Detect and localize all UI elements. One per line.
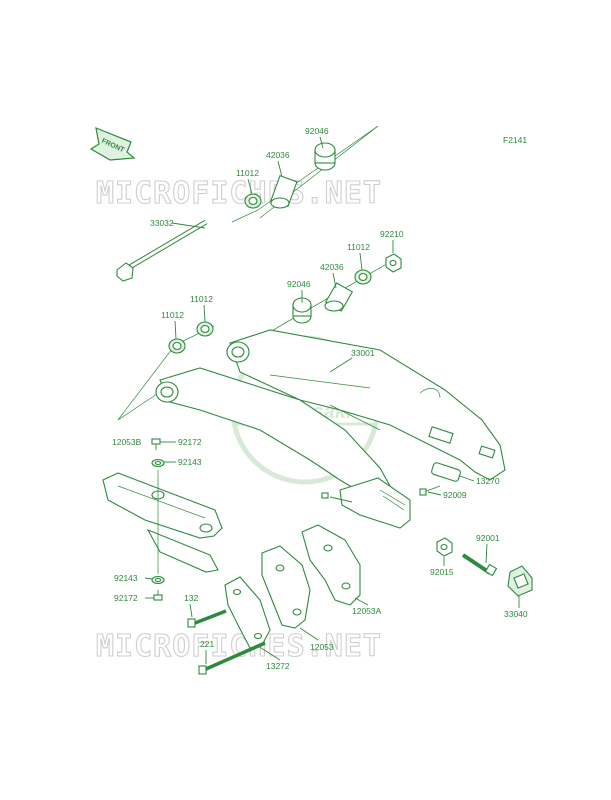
swingarm-33001 [155, 329, 506, 504]
label-92172-upper: 92172 [178, 437, 202, 447]
watermark-top: MICROFICHES.NET [96, 176, 382, 211]
bearing-11012-mid [196, 321, 214, 337]
collar-92046-right [292, 297, 312, 324]
nut-92210 [385, 253, 402, 273]
label-221: 221 [200, 639, 214, 649]
bolt-92009 [419, 485, 441, 496]
label-92009: 92009 [443, 490, 467, 500]
watermark-bottom: MICROFICHES.NET [96, 629, 382, 664]
label-33001: 33001 [351, 348, 375, 358]
label-33032: 33032 [150, 218, 174, 228]
label-132: 132 [184, 593, 198, 603]
bushing-42036-upper [270, 175, 298, 209]
block-33040 [507, 565, 533, 597]
bolt-92172-lower [153, 590, 163, 601]
label-92143-lower: 92143 [114, 573, 138, 583]
pivot-shaft-33032 [116, 219, 208, 282]
bolt-132 [187, 609, 227, 628]
label-42036-right: 42036 [320, 262, 344, 272]
bearing-11012-right [354, 269, 372, 285]
chain-guide-12053A [301, 524, 361, 606]
bolt-92172-upper [151, 438, 161, 450]
washer-92143-upper [151, 458, 165, 468]
bolt-92001 [461, 553, 498, 577]
washer-92143-lower [151, 575, 165, 585]
label-12053B: 12053B [112, 437, 142, 447]
label-11012-mid: 11012 [190, 294, 213, 304]
label-13270: 13270 [476, 476, 500, 486]
front-arrow-icon: FRONT [89, 127, 136, 161]
label-92046-right: 92046 [287, 279, 311, 289]
label-33040: 33040 [504, 609, 528, 619]
collar-92046-upper [314, 142, 336, 171]
label-12053: 12053 [310, 642, 334, 652]
bearing-11012-left [168, 338, 186, 354]
label-92046-upper: 92046 [305, 126, 329, 136]
label-92143-upper: 92143 [178, 457, 202, 467]
bolt-221 [198, 641, 266, 675]
part-labels: 92046 42036 11012 33032 92210 11012 4203… [112, 126, 528, 671]
label-92001: 92001 [476, 533, 500, 543]
label-92210: 92210 [380, 229, 404, 239]
label-11012-upper: 11012 [236, 168, 259, 178]
label-92172-lower: 92172 [114, 593, 138, 603]
figure-code: F2141 [503, 135, 527, 145]
guard-13270 [431, 462, 461, 482]
leader-lines [144, 136, 520, 664]
bushing-42036-right [324, 282, 354, 312]
bearing-11012-upper [244, 193, 262, 209]
label-42036-upper: 42036 [266, 150, 290, 160]
label-11012-left: 11012 [161, 310, 184, 320]
chain-guide-12053 [261, 545, 311, 629]
label-13272: 13272 [266, 661, 290, 671]
chain-guide-block [321, 477, 411, 529]
label-92015: 92015 [430, 567, 454, 577]
nut-92015 [436, 537, 453, 557]
label-11012-right: 11012 [347, 242, 370, 252]
chain-slider-12053B [102, 472, 223, 573]
label-12053A: 12053A [352, 606, 382, 616]
